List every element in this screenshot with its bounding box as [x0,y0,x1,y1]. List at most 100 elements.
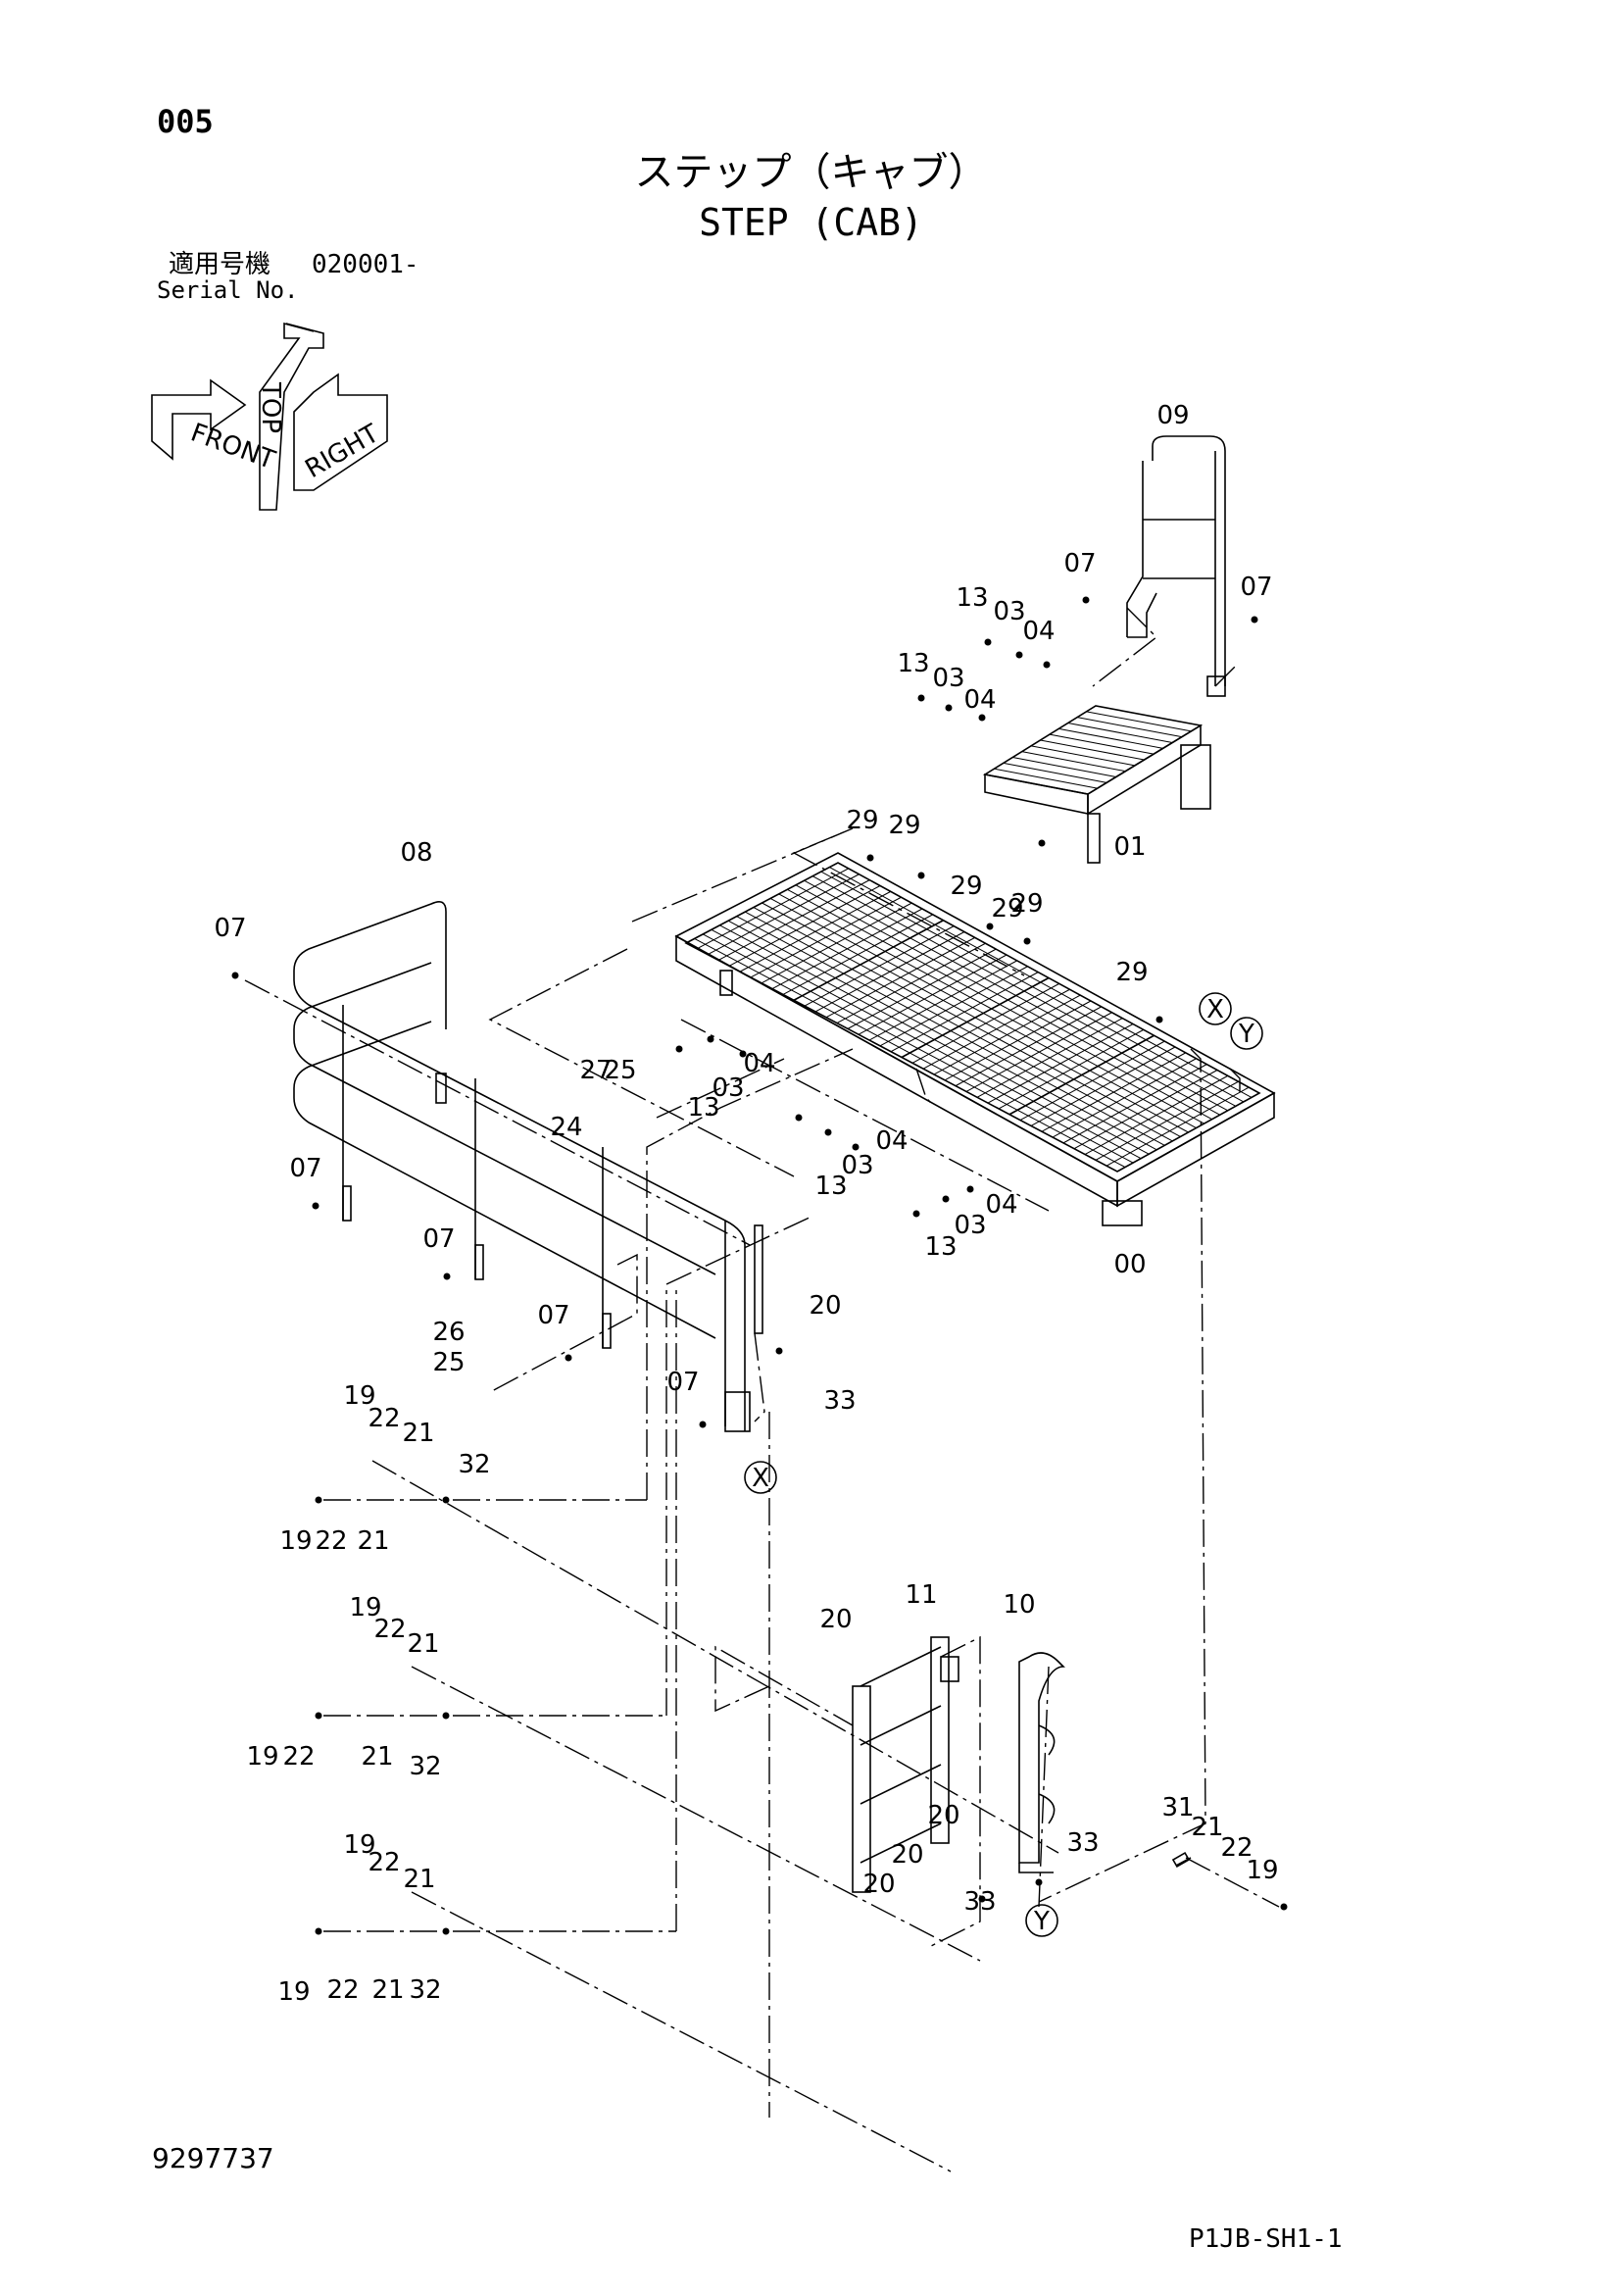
part-callout: 21 [361,1742,393,1772]
part-callout: 32 [409,1752,441,1781]
fastener-dot [442,1927,450,1935]
fastener-dot [1038,839,1046,847]
part-callout: 29 [1010,889,1043,919]
page-number: 005 [157,103,214,140]
part-callout: 27 [579,1056,612,1085]
part-callout: 03 [993,597,1025,626]
fastener-dot [1023,937,1031,945]
fastener-dot [1015,651,1023,659]
part-callout: 19 [279,1526,312,1556]
fastener-dot [739,1050,747,1058]
fastener-dot [966,1185,974,1193]
bolt-31 [1171,1851,1192,1869]
part-callout: 10 [1003,1590,1035,1620]
part-callout: 01 [1113,832,1146,862]
part-callout: 20 [862,1870,895,1899]
part-callout: 22 [368,1404,400,1433]
fastener-dot [1280,1903,1288,1911]
fasteners [231,596,1288,1935]
part-callout: 33 [1066,1828,1099,1858]
part-callout: 21 [402,1419,434,1448]
part-callout: 22 [368,1848,400,1877]
fastener-dot [986,923,994,930]
fastener-dot [315,1927,322,1935]
part-callout: 21 [407,1629,439,1659]
part-callout: 04 [985,1190,1017,1220]
view-marker-y: Y [1033,1907,1050,1936]
fastener-dot [824,1128,832,1136]
part-callout: 07 [1063,549,1096,578]
part-callout: 21 [1191,1813,1223,1842]
part-callout: 07 [537,1301,569,1330]
part-callout: 04 [1022,617,1055,646]
fastener-dot [945,704,953,712]
fastener-dot [1082,596,1090,604]
fastener-dot [1155,1016,1163,1023]
part-callout: 25 [604,1056,636,1085]
document-number: 9297737 [152,2142,274,2174]
serial-number-label: Serial No. [157,276,299,304]
fastener-dot [942,1195,950,1203]
part-callout: 08 [400,838,432,868]
part-callout: 22 [315,1526,347,1556]
part-callout: 25 [432,1348,465,1377]
ladder-11 [852,1636,959,1893]
step-01 [982,705,1211,864]
handrail-09 [1126,435,1226,697]
part-callout: 19 [1246,1856,1278,1885]
part-callout: 07 [422,1224,455,1254]
part-callout: 03 [954,1211,986,1240]
part-callout: 09 [1156,401,1189,430]
applicable-model-label: 適用号機 [169,250,271,279]
view-marker-circle [1230,1017,1263,1050]
fastener-dot [443,1273,451,1280]
orientation-right-label: RIGHT [301,419,385,484]
view-marker-circle [1199,992,1232,1025]
fastener-dot [1035,1878,1043,1886]
side-rail-10 [1018,1652,1065,1873]
part-callout: 29 [846,806,878,835]
part-callout: 22 [1220,1833,1253,1863]
part-callout: 29 [1115,958,1148,987]
part-callout: 04 [875,1126,908,1156]
view-marker-circle [1025,1904,1058,1937]
part-callout: 22 [326,1975,359,2005]
fastener-dot [707,1035,714,1043]
part-callout: 03 [841,1151,873,1180]
part-callout: 13 [814,1172,847,1201]
part-callout: 19 [246,1742,278,1772]
fastener-dot [917,694,925,702]
view-marker-y: Y [1238,1020,1254,1049]
part-callout: 32 [458,1450,490,1479]
part-callout: 04 [743,1049,775,1078]
part-callout: 20 [891,1840,923,1870]
part-callout: 19 [277,1977,310,2007]
assembly-center-lines [244,607,1280,2172]
part-callout: 33 [823,1386,856,1416]
part-callout: 31 [1161,1793,1194,1822]
part-callout: 00 [1113,1250,1146,1279]
part-callout: 13 [897,649,929,678]
serial-range: 020001- [312,250,419,279]
fastener-dot [978,714,986,722]
fastener-dot [912,1210,920,1218]
fastener-dot [1251,616,1258,624]
part-callout: 20 [927,1801,959,1830]
fastener-dot [315,1712,322,1720]
part-callout: 29 [950,872,982,901]
part-callout: 29 [991,894,1023,923]
fastener-dot [866,854,874,862]
view-marker-circle [744,1461,777,1494]
handrail-08 [293,901,763,1432]
part-callout: 22 [282,1742,315,1772]
fastener-dot [565,1354,572,1362]
part-callout: 24 [550,1113,582,1142]
part-callout: 03 [932,664,964,693]
part-callout: 07 [289,1154,321,1183]
part-callout: 19 [343,1830,375,1860]
part-callout: 22 [373,1615,406,1644]
part-callout: 04 [963,685,996,715]
view-marker-x: X [1206,995,1224,1024]
